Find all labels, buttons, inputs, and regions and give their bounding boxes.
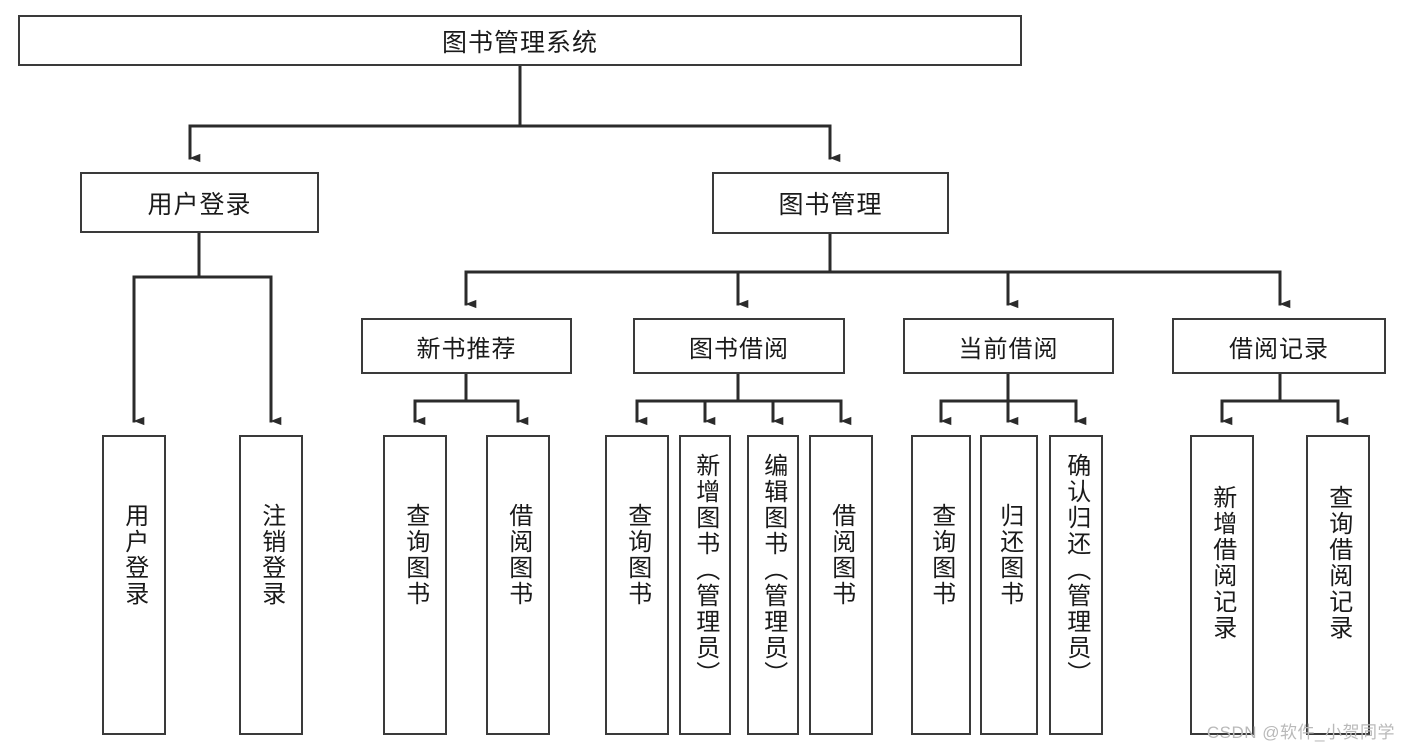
csdn-watermark: CSDN @软件_小贺同学: [1206, 723, 1395, 742]
leaf-query-book-borrow[interactable]: 查询图书: [605, 435, 669, 735]
leaf-label: 确认归还（管理员）: [1062, 453, 1090, 687]
leaf-label: 新增借阅记录: [1208, 485, 1236, 641]
leaf-label: 注销登录: [257, 503, 285, 607]
leaf-label: 查询图书: [401, 503, 429, 607]
leaf-label: 借阅图书: [504, 503, 532, 607]
leaf-label: 用户登录: [120, 503, 148, 607]
node-user-login[interactable]: 用户登录: [80, 172, 319, 233]
node-borrow-record[interactable]: 借阅记录: [1172, 318, 1386, 374]
leaf-confirm-return-admin[interactable]: 确认归还（管理员）: [1049, 435, 1103, 735]
node-label: 借阅记录: [1229, 335, 1329, 363]
leaf-label: 借阅图书: [827, 503, 855, 607]
node-label: 新书推荐: [416, 335, 517, 363]
node-new-book-recommend[interactable]: 新书推荐: [361, 318, 572, 374]
node-label: 用户登录: [147, 190, 252, 219]
leaf-return-book[interactable]: 归还图书: [980, 435, 1038, 735]
node-book-borrow[interactable]: 图书借阅: [633, 318, 845, 374]
leaf-label: 查询图书: [623, 503, 651, 607]
node-label: 图书管理系统: [441, 28, 598, 57]
leaf-add-borrow-record[interactable]: 新增借阅记录: [1190, 435, 1254, 735]
leaf-user-login[interactable]: 用户登录: [102, 435, 166, 735]
leaf-label: 归还图书: [995, 503, 1023, 607]
node-label: 图书借阅: [689, 335, 789, 363]
leaf-label: 编辑图书（管理员）: [759, 453, 787, 687]
node-current-borrow[interactable]: 当前借阅: [903, 318, 1114, 374]
leaf-label: 新增图书（管理员）: [691, 453, 719, 687]
leaf-label: 查询图书: [927, 503, 955, 607]
leaf-label: 查询借阅记录: [1324, 485, 1352, 641]
leaf-edit-book-admin[interactable]: 编辑图书（管理员）: [747, 435, 799, 735]
node-label: 当前借阅: [958, 335, 1059, 363]
leaf-add-book-admin[interactable]: 新增图书（管理员）: [679, 435, 731, 735]
node-book-management[interactable]: 图书管理: [712, 172, 949, 234]
leaf-logout-login[interactable]: 注销登录: [239, 435, 303, 735]
leaf-query-book-current[interactable]: 查询图书: [911, 435, 971, 735]
leaf-borrow-book[interactable]: 借阅图书: [809, 435, 873, 735]
leaf-borrow-book-newbook[interactable]: 借阅图书: [486, 435, 550, 735]
node-label: 图书管理: [778, 191, 883, 219]
leaf-query-borrow-record[interactable]: 查询借阅记录: [1306, 435, 1370, 735]
leaf-query-book-newbook[interactable]: 查询图书: [383, 435, 447, 735]
node-root-book-management-system[interactable]: 图书管理系统: [18, 15, 1022, 66]
